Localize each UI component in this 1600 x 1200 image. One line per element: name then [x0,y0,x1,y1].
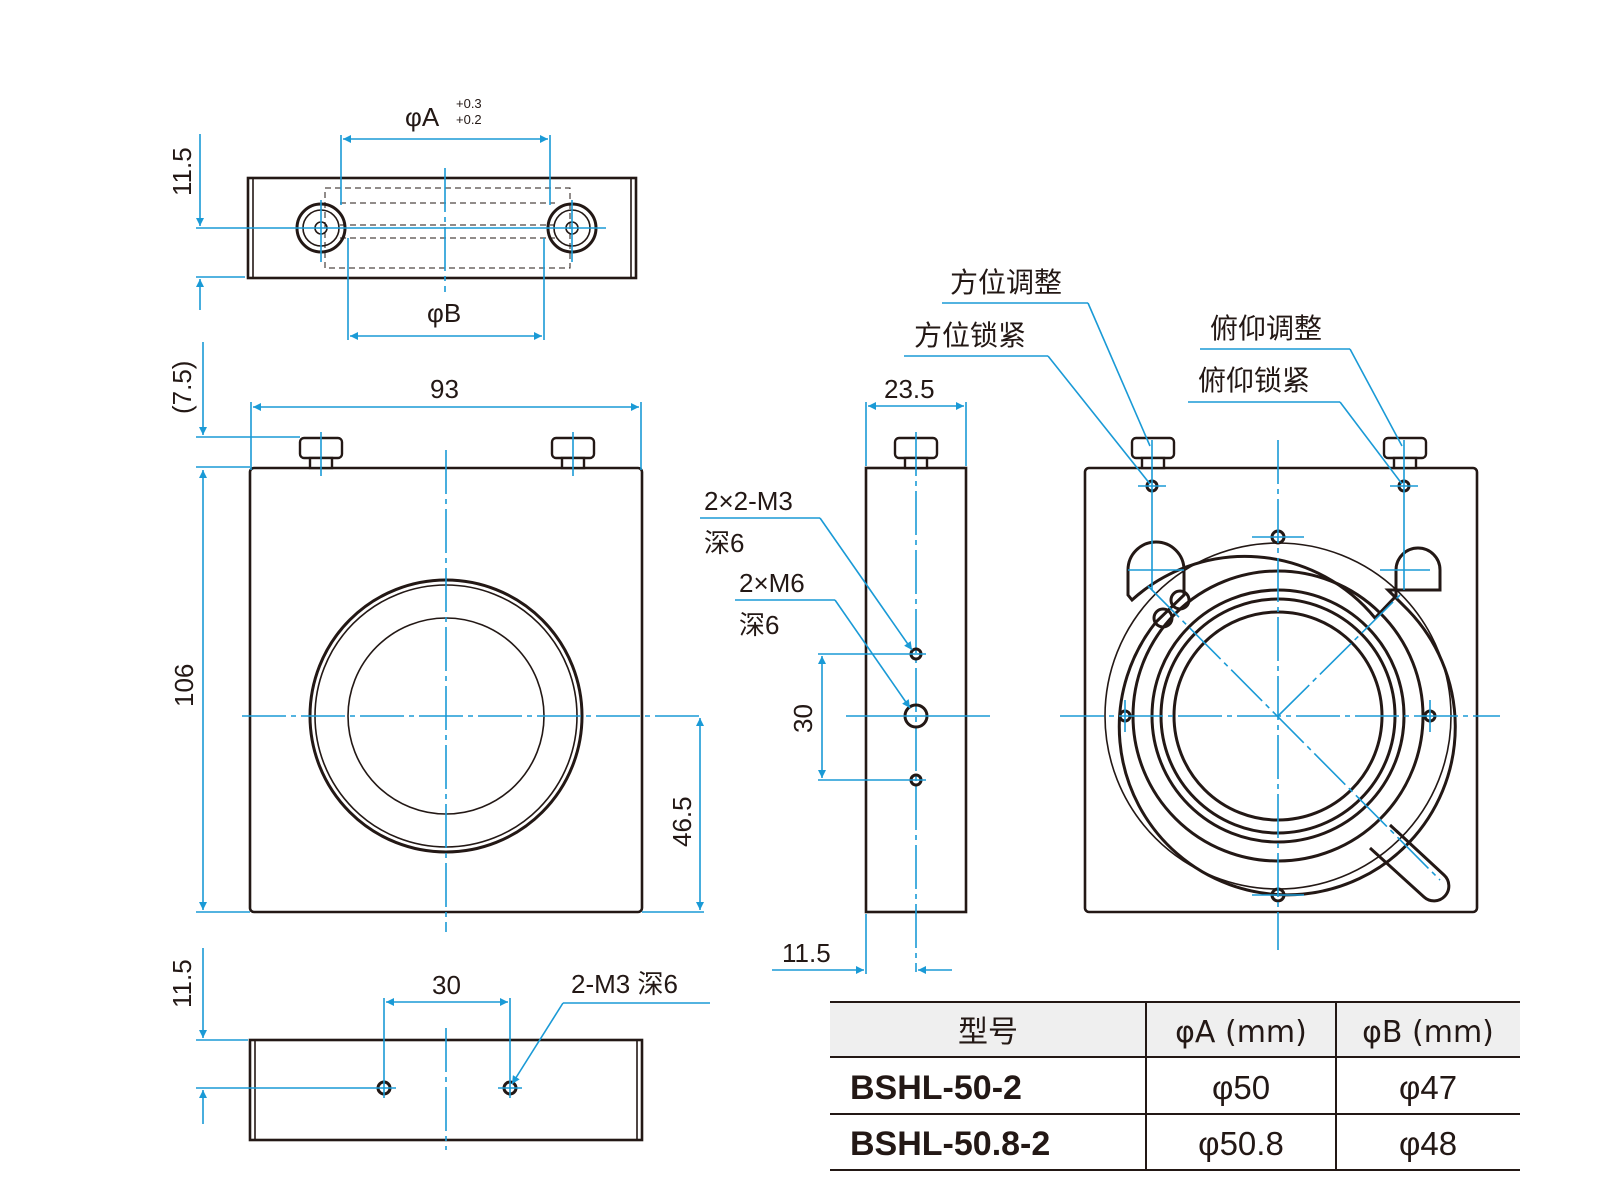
dim-side-offset: 11.5 [782,938,831,968]
table-header-phiA: φA (mm) [1175,1015,1307,1050]
side-view: 30 23.5 2×2-M3 深6 2×M6 深6 11.5 [700,374,990,974]
table-header-bg [830,1002,1520,1056]
table-header-model: 型号 [958,1015,1018,1050]
table-row: BSHL-50.8-2 φ50.8 φ48 [850,1125,1457,1163]
dim-bottom-spacing: 30 [432,970,461,1000]
label-azimuth-adjust: 方位调整 [950,266,1062,299]
rear-knob-left-icon [1130,436,1176,470]
dim-phiA-label: φA [405,102,440,132]
dim-bottom-height: 11.5 [167,959,197,1008]
front-view: 93 (7.5) 106 46.5 [167,342,704,932]
label-pitch-adjust: 俯仰调整 [1210,312,1322,345]
top-view: φA +0.3 +0.2 φB 11.5 [167,96,638,340]
rear-view: 方位调整 方位锁紧 俯仰调整 俯仰锁紧 [904,266,1500,950]
side-callout-m6-line1: 2×M6 [739,568,805,598]
table-header-phiB: φB (mm) [1362,1015,1494,1050]
table-cell-phiA: φ50 [1212,1069,1270,1106]
spec-table: 型号 φA (mm) φB (mm) BSHL-50-2 φ50 φ47 BSH… [830,1001,1520,1171]
dim-phiB-label: φB [427,298,461,328]
dim-phiA-tol-upper: +0.3 [456,96,482,111]
table-cell-phiA: φ50.8 [1198,1125,1284,1162]
azimuth-lock-screw-icon [1152,589,1191,629]
label-pitch-lock: 俯仰锁紧 [1198,364,1310,397]
rear-view-body [1083,466,1479,914]
rear-pitch-arm [1368,823,1451,903]
dim-front-width: 93 [430,374,459,404]
side-callout-m3-line2: 深6 [704,528,744,558]
rear-knob-right-icon [1382,436,1428,470]
table-cell-phiB: φ47 [1399,1069,1457,1106]
label-azimuth-lock: 方位锁紧 [914,319,1026,352]
dim-front-center: 46.5 [667,796,697,847]
dim-side-spacing: 30 [788,704,818,733]
table-row: BSHL-50-2 φ50 φ47 [850,1069,1457,1107]
table-cell-phiB: φ48 [1399,1125,1457,1162]
dim-front-height: 106 [169,664,199,707]
dim-front-knob: (7.5) [167,361,197,414]
bottom-callout: 2-M3 深6 [571,969,678,999]
side-callout-m3-line1: 2×2-M3 [704,486,793,516]
table-cell-model: BSHL-50-2 [850,1069,1022,1107]
dim-side-width: 23.5 [884,374,935,404]
side-callout-m6-line2: 深6 [739,610,779,640]
rear-adjust-plate [1117,540,1457,897]
dim-top-height: 11.5 [167,147,197,196]
table-cell-model: BSHL-50.8-2 [850,1125,1050,1163]
dim-phiA-tol-lower: +0.2 [456,112,482,127]
bottom-view: 30 2-M3 深6 11.5 [167,948,710,1150]
